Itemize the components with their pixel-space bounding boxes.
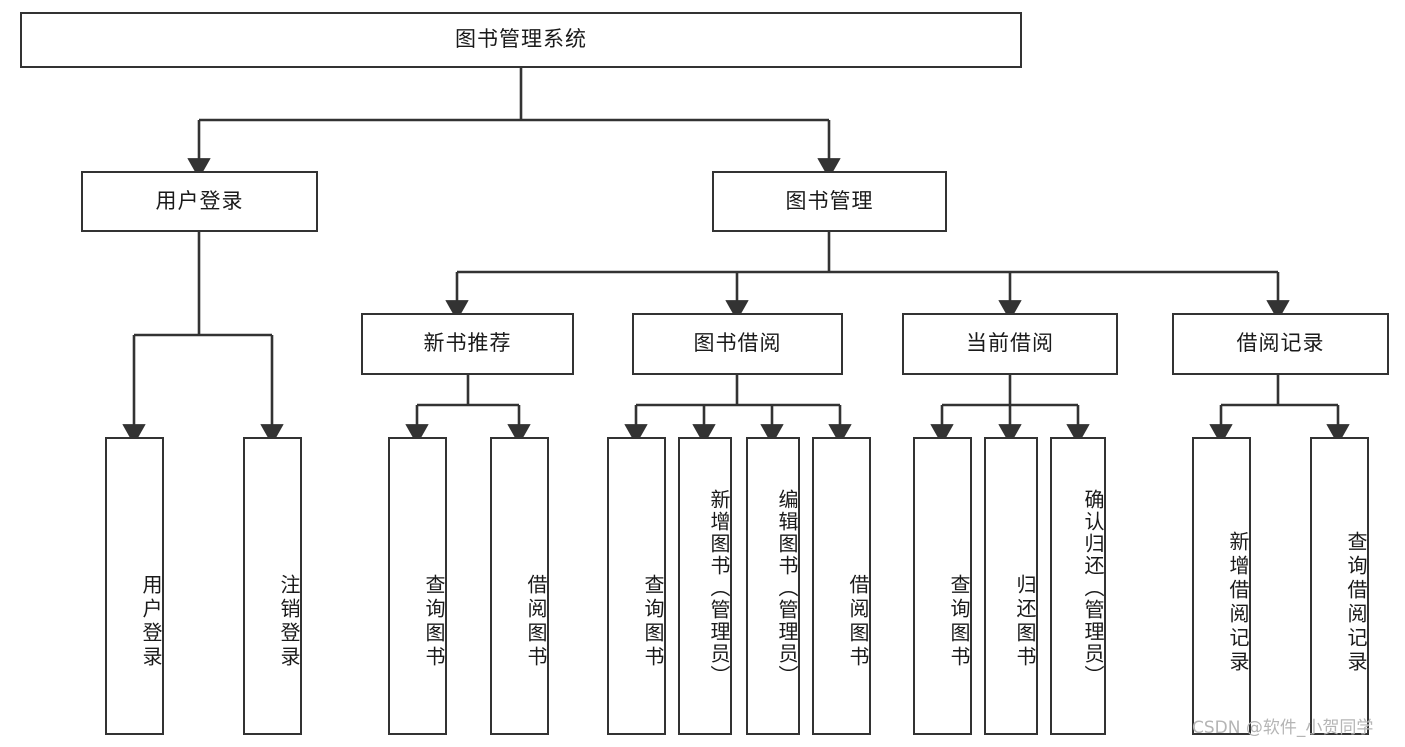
node-new-book-recommend[interactable]: 新书推荐	[361, 313, 574, 375]
leaf-book-borrow-add-book-admin[interactable]: 新增图书（管理员）	[678, 437, 732, 735]
leaf-current-borrow-return-book[interactable]: 归还图书	[984, 437, 1038, 735]
node-book-management[interactable]: 图书管理	[712, 171, 947, 232]
node-current-borrow[interactable]: 当前借阅	[902, 313, 1118, 375]
leaf-user-login-login[interactable]: 用户登录	[105, 437, 164, 735]
leaf-current-borrow-query-book[interactable]: 查询图书	[913, 437, 972, 735]
leaf-borrow-record-add-record[interactable]: 新增借阅记录	[1192, 437, 1251, 735]
leaf-book-borrow-query-book[interactable]: 查询图书	[607, 437, 666, 735]
node-root-library-system[interactable]: 图书管理系统	[20, 12, 1022, 68]
node-borrow-record[interactable]: 借阅记录	[1172, 313, 1389, 375]
leaf-new-book-query-book[interactable]: 查询图书	[388, 437, 447, 735]
node-book-borrow[interactable]: 图书借阅	[632, 313, 843, 375]
leaf-borrow-record-query-record[interactable]: 查询借阅记录	[1310, 437, 1369, 735]
node-user-login[interactable]: 用户登录	[81, 171, 318, 232]
leaf-book-borrow-edit-book-admin[interactable]: 编辑图书（管理员）	[746, 437, 800, 735]
leaf-current-borrow-confirm-return-admin[interactable]: 确认归还（管理员）	[1050, 437, 1106, 735]
leaf-book-borrow-borrow-book[interactable]: 借阅图书	[812, 437, 871, 735]
leaf-user-login-logout[interactable]: 注销登录	[243, 437, 302, 735]
csdn-watermark: CSDN @软件_小贺同学	[1192, 718, 1374, 738]
leaf-new-book-borrow-book[interactable]: 借阅图书	[490, 437, 549, 735]
